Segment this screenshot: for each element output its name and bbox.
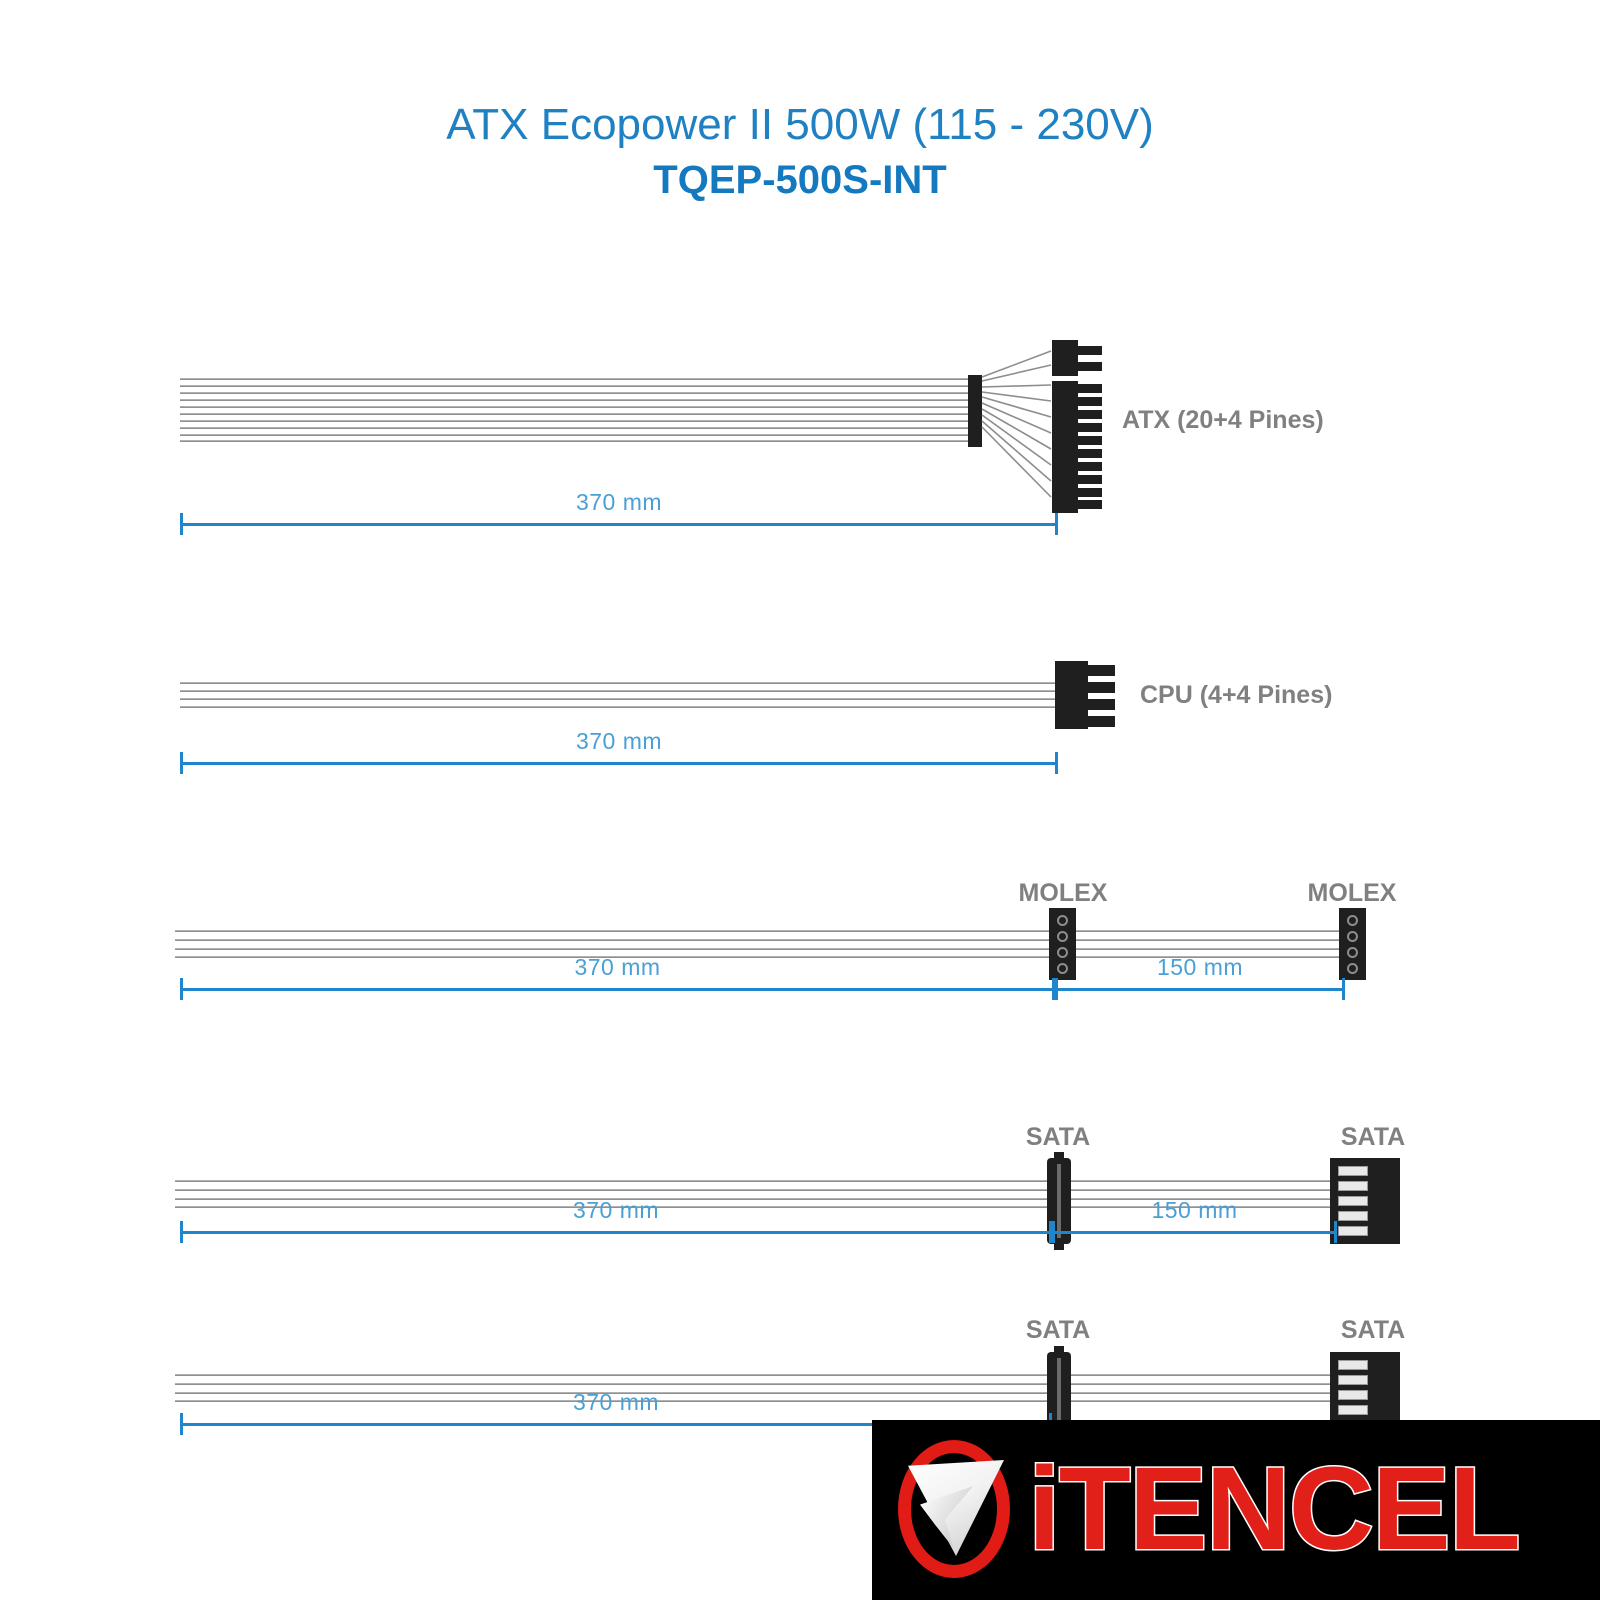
atx-dimension-label: 370 mm — [575, 489, 663, 515]
cpu-pin-tab — [1088, 682, 1115, 693]
sata-pin-slot — [1338, 1360, 1368, 1370]
sata1-dimension-label-1: 370 mm — [572, 1197, 660, 1223]
molex-pin-hole — [1347, 946, 1358, 958]
sata1-dimension-150: 150 mm — [1052, 1197, 1337, 1243]
sata-pin-slot — [1338, 1181, 1368, 1191]
title-block: ATX Ecopower II 500W (115 - 230V) TQEP-5… — [0, 100, 1600, 205]
molex-end-connector — [1339, 908, 1366, 980]
molex-wire-bundle — [175, 930, 1355, 958]
atx-20pin-tab — [1078, 475, 1102, 484]
molex-pin-hole — [1057, 930, 1068, 942]
atx-20pin-tab — [1078, 462, 1102, 471]
sata-pin-slot — [1338, 1196, 1368, 1206]
brand-name: iTENCEL — [1027, 1443, 1523, 1575]
molex-pin-hole — [1057, 946, 1068, 958]
molex-dimension-370: 370 mm — [180, 954, 1055, 1000]
sata1-mid-label: SATA — [1025, 1123, 1091, 1151]
sata2-end-label: SATA — [1340, 1316, 1406, 1344]
sata-pin-slot — [1338, 1390, 1368, 1400]
sata1-wire-bundle — [175, 1180, 1350, 1208]
page-title: ATX Ecopower II 500W (115 - 230V) — [446, 100, 1154, 149]
cpu-wire-bundle — [180, 682, 1060, 708]
atx-junction-bar — [968, 375, 982, 447]
atx-dimension-370: 370 mm — [180, 489, 1058, 535]
cpu-pin-tab — [1088, 699, 1115, 710]
molex-pin-hole — [1347, 962, 1358, 974]
atx-20pin-tab — [1078, 449, 1102, 458]
molex-passthrough-connector — [1049, 908, 1076, 980]
sata2-dimension-label-1: 370 mm — [572, 1389, 660, 1415]
atx-fanout-wires: 演 — [981, 350, 1052, 498]
atx-4pin-tab — [1078, 362, 1102, 371]
sata1-dimension-370: 370 mm — [180, 1197, 1052, 1243]
cpu-connector-label: CPU (4+4 Pines) — [1140, 681, 1333, 709]
atx-connector-label: ATX (20+4 Pines) — [1122, 406, 1324, 434]
atx-20pin-block — [1052, 381, 1078, 513]
sata-pin-slot — [1338, 1375, 1368, 1385]
sata-nub-top — [1054, 1346, 1064, 1353]
molex-dimension-label-2: 150 mm — [1156, 954, 1244, 980]
molex-pin-hole — [1347, 930, 1358, 942]
sata2-dimension-370: 370 mm — [180, 1389, 1052, 1435]
atx-20pin-tab — [1078, 397, 1102, 406]
cpu-dimension-370: 370 mm — [180, 728, 1058, 774]
cpu-4pin-block-upper — [1055, 661, 1088, 695]
itencel-emblem-icon — [890, 1434, 1022, 1584]
sata1-end-connector — [1330, 1158, 1400, 1244]
sata-slit — [1057, 1164, 1061, 1238]
sata-slit — [1057, 1358, 1061, 1432]
sata-connector-shell — [1378, 1352, 1400, 1438]
molex-mid-label: MOLEX — [1018, 879, 1108, 907]
molex-dimension-label-1: 370 mm — [574, 954, 661, 980]
brand-logo: iTENCEL — [872, 1420, 1600, 1600]
cpu-dimension-label: 370 mm — [575, 728, 663, 754]
atx-20pin-tab — [1078, 410, 1102, 419]
atx-wire-bundle — [180, 378, 970, 442]
sata1-end-label: SATA — [1340, 1123, 1406, 1151]
molex-end-label: MOLEX — [1307, 879, 1397, 907]
sata-pin-slot — [1338, 1166, 1368, 1176]
cpu-pin-tab — [1088, 665, 1115, 676]
sata2-mid-label: SATA — [1025, 1316, 1091, 1344]
atx-20pin-tab — [1078, 500, 1102, 509]
atx-4pin-tab — [1078, 346, 1102, 355]
sata1-dimension-label-2: 150 mm — [1151, 1197, 1238, 1223]
sata2-wire-bundle — [175, 1374, 1350, 1402]
atx-20pin-tab — [1078, 436, 1102, 445]
sata-connector-shell — [1378, 1158, 1400, 1244]
sata-nub-bottom — [1054, 1243, 1064, 1250]
molex-pin-hole — [1057, 914, 1068, 926]
atx-20pin-tab — [1078, 488, 1102, 497]
cpu-pin-tab — [1088, 716, 1115, 727]
sata-pin-slot — [1338, 1211, 1368, 1221]
atx-4pin-block — [1052, 340, 1078, 376]
sata-nub-top — [1054, 1152, 1064, 1159]
atx-20pin-tab — [1078, 423, 1102, 432]
model-number: TQEP-500S-INT — [653, 157, 947, 202]
sata-pin-slot — [1338, 1405, 1368, 1415]
molex-pin-hole — [1057, 962, 1068, 974]
molex-pin-hole — [1347, 914, 1358, 926]
sata-pin-slot — [1338, 1226, 1368, 1236]
atx-20pin-tab — [1078, 384, 1102, 393]
molex-dimension-150: 150 mm — [1055, 954, 1345, 1000]
cpu-4pin-block-lower — [1055, 695, 1088, 729]
